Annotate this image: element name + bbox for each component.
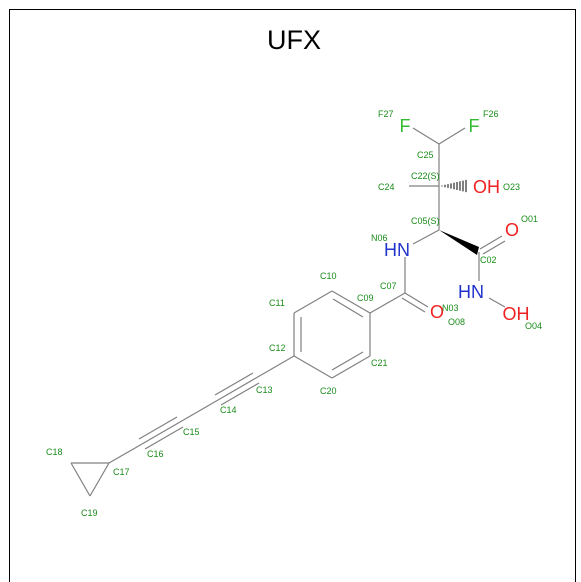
oxygen-o08-label: O [430,302,444,322]
atom-label-c02: C02 [480,255,497,265]
atom-label-c11: C11 [269,298,285,308]
atom-label-c21: C21 [371,358,388,368]
bond-c15-c16-a [141,421,181,445]
bond-c10-c11 [293,290,333,314]
amide-n06-label: HN [384,240,410,260]
atom-label-c19: C19 [81,508,98,518]
bond-c02-o01-b [482,240,506,255]
atom-label-c12: C12 [269,343,286,353]
fluorine-f27-label: F [400,116,411,136]
atom-label-c24: C24 [378,182,395,192]
atom-label-c15: C15 [183,427,200,437]
atom-label-c10: C10 [320,271,337,281]
atom-label-o01: O01 [521,214,538,224]
bond-c12-c20 [293,355,333,379]
bond-c14-c15 [179,399,219,423]
atom-label-c05: C05(S) [411,216,440,226]
bond-n03-o04 [488,297,506,308]
atom-label-c13: C13 [256,385,273,395]
aromatic-inner-3 [331,351,364,371]
bond-c02-o01-a [479,235,503,250]
bond-c13-c14-a [217,377,257,401]
bonds [70,127,506,497]
bond-c13-c14-b [214,372,254,396]
hashed-bond-c22-o23 [441,179,467,193]
bond-c20-c21 [331,355,371,379]
atom-index-labels: F27 F26 C25 C22(S) C24 O23 C05(S) O01 N0… [46,109,542,518]
bond-c15-c16-b [138,416,178,440]
wedge-bond-c05-c02 [439,230,479,255]
atom-label-c22: C22(S) [411,171,440,181]
element-symbols: F F OH O HN O HN OH [384,116,530,324]
atom-label-n03: N03 [442,303,459,313]
bond-c09-c10 [331,290,371,314]
bond-c07-o08-a [404,292,429,308]
oxygen-o01-label: O [505,220,519,240]
bond-c05-n06 [412,229,440,245]
atom-label-c18: C18 [46,447,63,457]
atom-label-f26: F26 [483,109,499,119]
bond-c18-c19 [70,462,91,497]
bond-f26-c25 [438,127,466,145]
fluorine-f26-label: F [469,116,480,136]
bond-c19-c17 [89,462,110,497]
molecule-title: UFX [267,25,321,55]
atom-label-c07: C07 [380,281,397,291]
bond-c15-c16-c [144,426,184,450]
atom-label-o08: O08 [448,317,465,327]
atom-label-c14: C14 [220,405,237,415]
bond-f27-c25 [412,127,440,145]
frame-border [9,9,576,582]
atom-label-c25: C25 [417,150,434,160]
amide-n03-label: HN [458,282,484,302]
atom-label-f27: F27 [378,109,394,119]
hydroxyl-o23-label: OH [473,177,500,197]
atom-label-c16: C16 [147,449,164,459]
aromatic-inner-1 [332,298,364,318]
bond-c13-c14-c [220,382,260,406]
bond-c07-c09 [369,292,406,314]
atom-label-n06: N06 [371,233,388,243]
hydroxyl-o04-label: OH [503,304,530,324]
atom-label-o04: O04 [525,321,542,331]
atom-label-c09: C09 [357,293,374,303]
bond-c16-c17 [108,443,143,464]
bond-c12-c13 [255,355,295,379]
bond-c07-o08-b [401,297,426,313]
atom-label-o23: O23 [503,182,520,192]
atom-label-c20: C20 [320,386,337,396]
atom-label-c17: C17 [113,467,130,477]
